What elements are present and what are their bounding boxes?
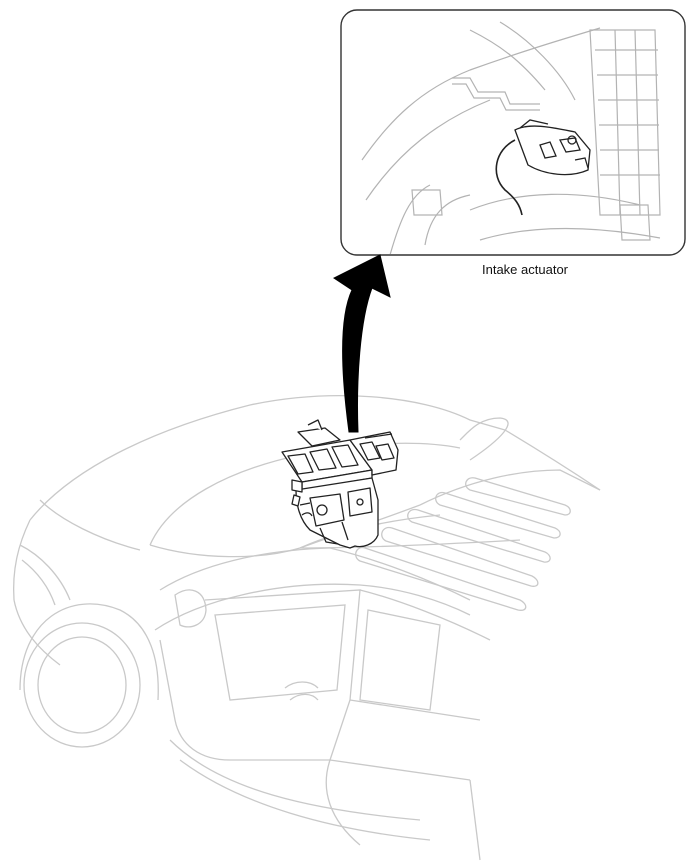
intake-actuator-detail: [495, 119, 591, 216]
detail-linework: [361, 21, 661, 254]
heater-unit: [281, 419, 399, 549]
detail-inset: [340, 9, 686, 256]
detail-frame: [340, 9, 686, 256]
roof-slot-outlines: [355, 477, 571, 611]
intake-actuator-label: Intake actuator: [482, 262, 568, 277]
callout-arrow: [333, 254, 391, 433]
vehicle-outline: [12, 395, 601, 861]
